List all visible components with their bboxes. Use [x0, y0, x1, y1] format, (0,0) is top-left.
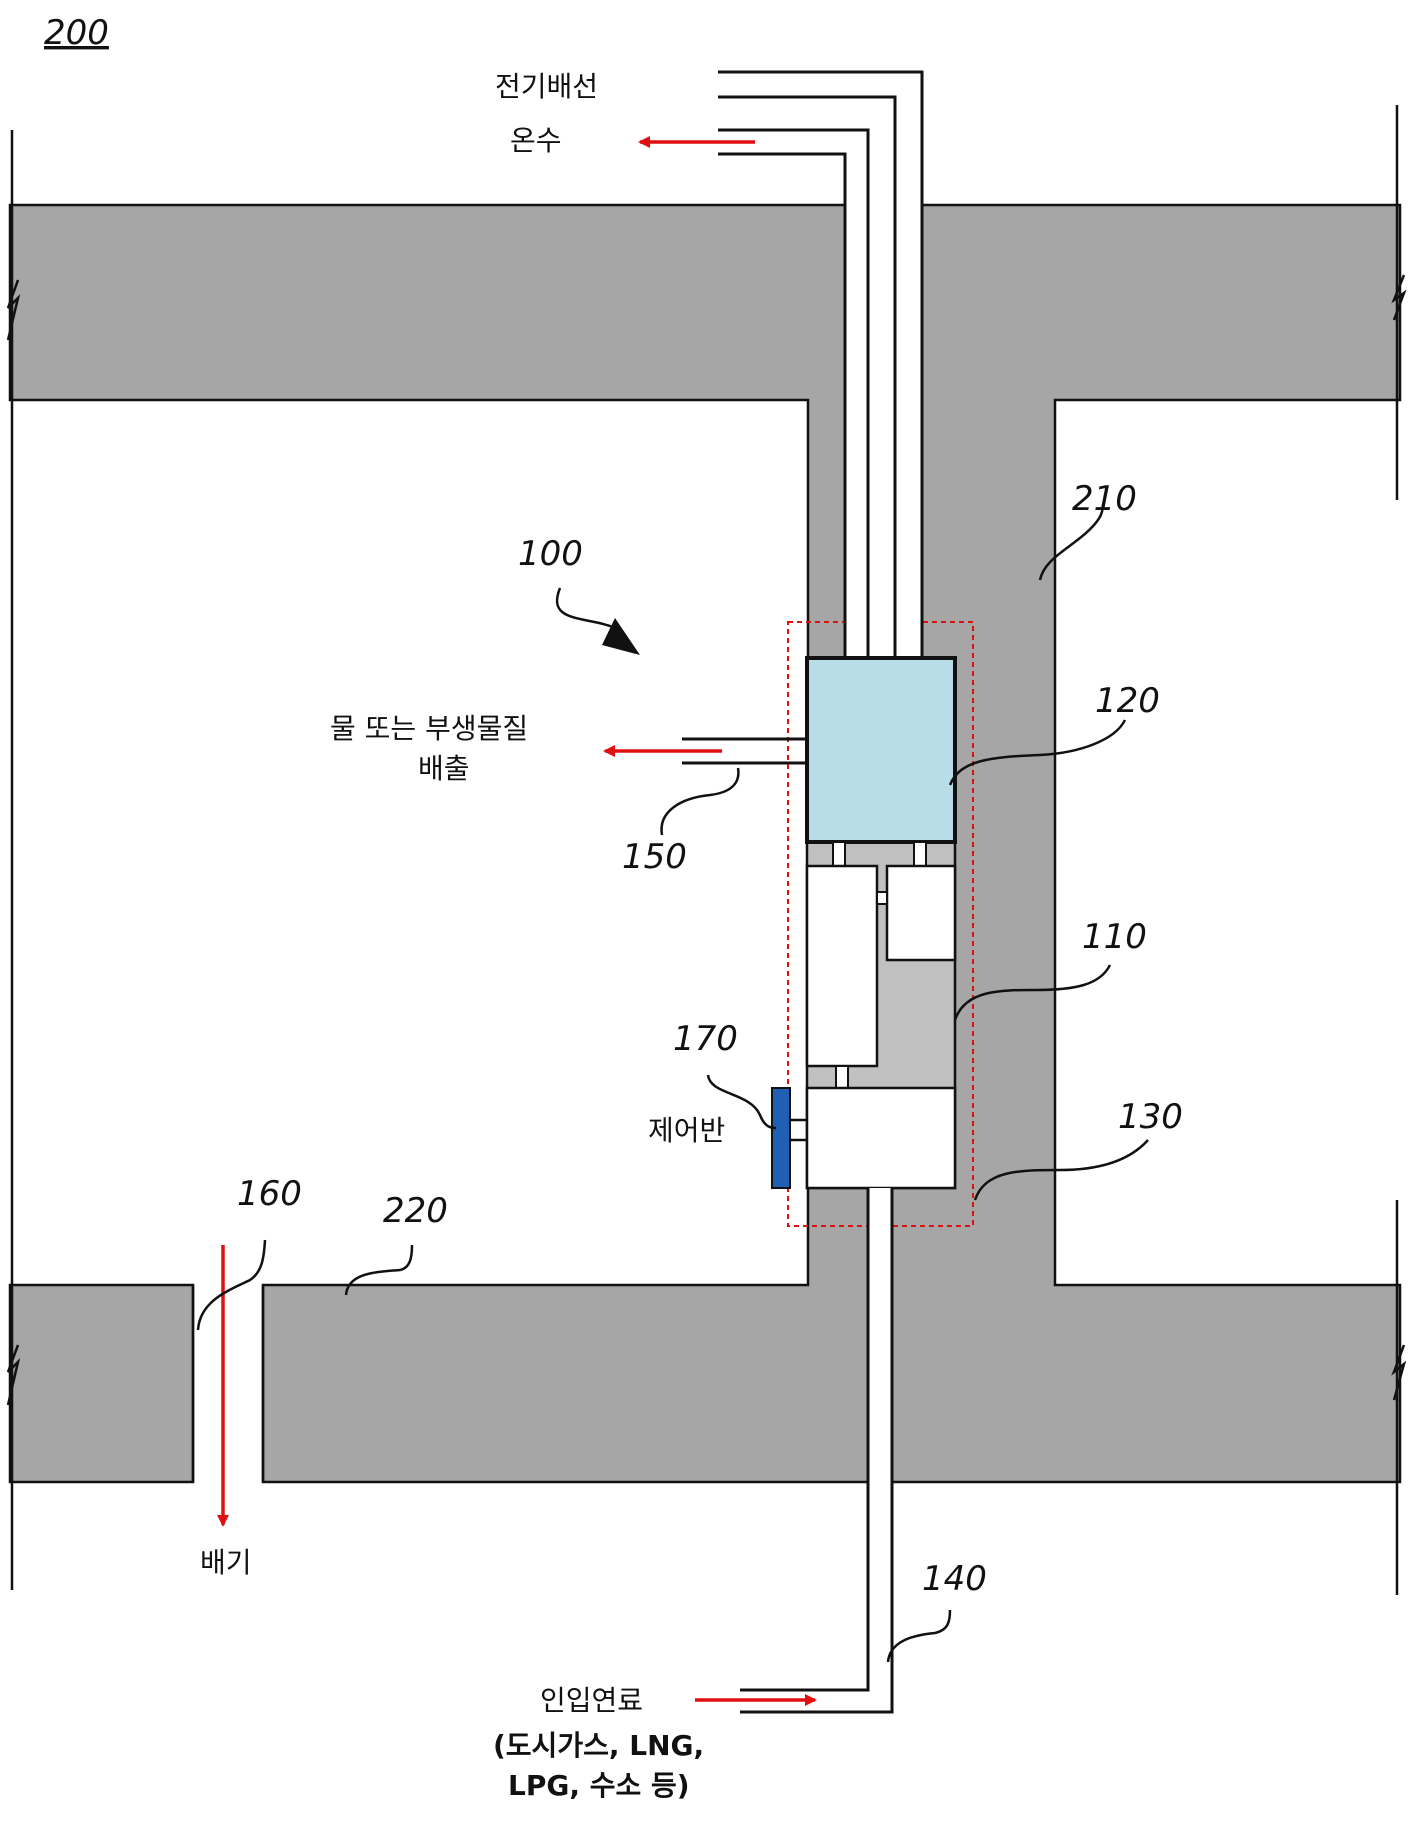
upper-pipes — [718, 70, 924, 660]
fuel-inlet-pipe — [740, 1188, 894, 1714]
leader-160 — [196, 1239, 267, 1331]
break-mark-right-upper — [1391, 274, 1407, 321]
leader-110 — [953, 964, 1112, 1021]
system-100-arrowhead — [602, 618, 640, 655]
stack-connector-right — [913, 841, 927, 867]
break-mark-right-lower — [1391, 1344, 1407, 1401]
electric-wiring-pipe-outer — [718, 70, 924, 658]
hot-water-label: 온수 — [510, 124, 562, 157]
leader-210 — [1038, 501, 1106, 581]
break-mark-left-upper — [6, 279, 21, 341]
ref-120: 120 — [1095, 681, 1160, 721]
module-lower-connector — [835, 1065, 849, 1089]
ref-140: 140 — [922, 1559, 987, 1599]
ref-170: 170 — [673, 1019, 738, 1059]
leader-170 — [706, 1074, 777, 1130]
electric-wiring-label: 전기배선 — [495, 70, 598, 103]
ref-100: 100 — [518, 534, 583, 574]
ref-210: 210 — [1072, 479, 1137, 519]
hot-water-pipe-outer — [718, 128, 870, 658]
fuel-pipe-inner — [740, 1188, 894, 1714]
leader-150 — [660, 767, 740, 836]
fuel-cell-unit — [805, 656, 957, 1190]
lower-slab-left-segment — [8, 1283, 195, 1484]
fuel-types-label-line2: LPG, 수소 등) — [508, 1769, 690, 1802]
control-panel — [771, 1087, 791, 1189]
leader-130 — [973, 1139, 1149, 1201]
fuel-pipe-outer — [740, 1188, 870, 1692]
stack-120 — [805, 656, 957, 844]
fuel-types-label-line1: (도시가스, LNG, — [493, 1729, 704, 1762]
module-connector — [876, 891, 888, 905]
upper-slab-and-core-wall — [8, 203, 1402, 1484]
ref-150: 150 — [622, 837, 687, 877]
system-100-leader — [556, 587, 621, 632]
control-panel-label: 제어반 — [648, 1114, 725, 1147]
water-byproduct-label-line1: 물 또는 부생물질 — [330, 712, 528, 745]
module-130-box — [805, 1086, 957, 1190]
break-mark-left-lower — [6, 1344, 21, 1406]
module-left-box — [805, 864, 879, 1068]
exhaust-label: 배기 — [200, 1546, 252, 1579]
inlet-fuel-label: 인입연료 — [540, 1684, 643, 1717]
stack-connector-left — [832, 841, 846, 867]
leader-140 — [886, 1609, 952, 1663]
module-right-box — [885, 864, 957, 962]
building-structure — [6, 105, 1407, 1595]
leader-220 — [344, 1244, 414, 1296]
leader-120 — [948, 719, 1127, 786]
ref-130: 130 — [1118, 1097, 1183, 1137]
electric-wiring-pipe-inner — [718, 95, 897, 658]
figure-number: 200 — [44, 13, 109, 53]
ref-220: 220 — [383, 1191, 448, 1231]
hot-water-pipe-inner — [718, 152, 847, 658]
ref-160: 160 — [237, 1174, 302, 1214]
water-byproduct-label-line2: 배출 — [418, 752, 470, 785]
ref-110: 110 — [1082, 917, 1147, 957]
